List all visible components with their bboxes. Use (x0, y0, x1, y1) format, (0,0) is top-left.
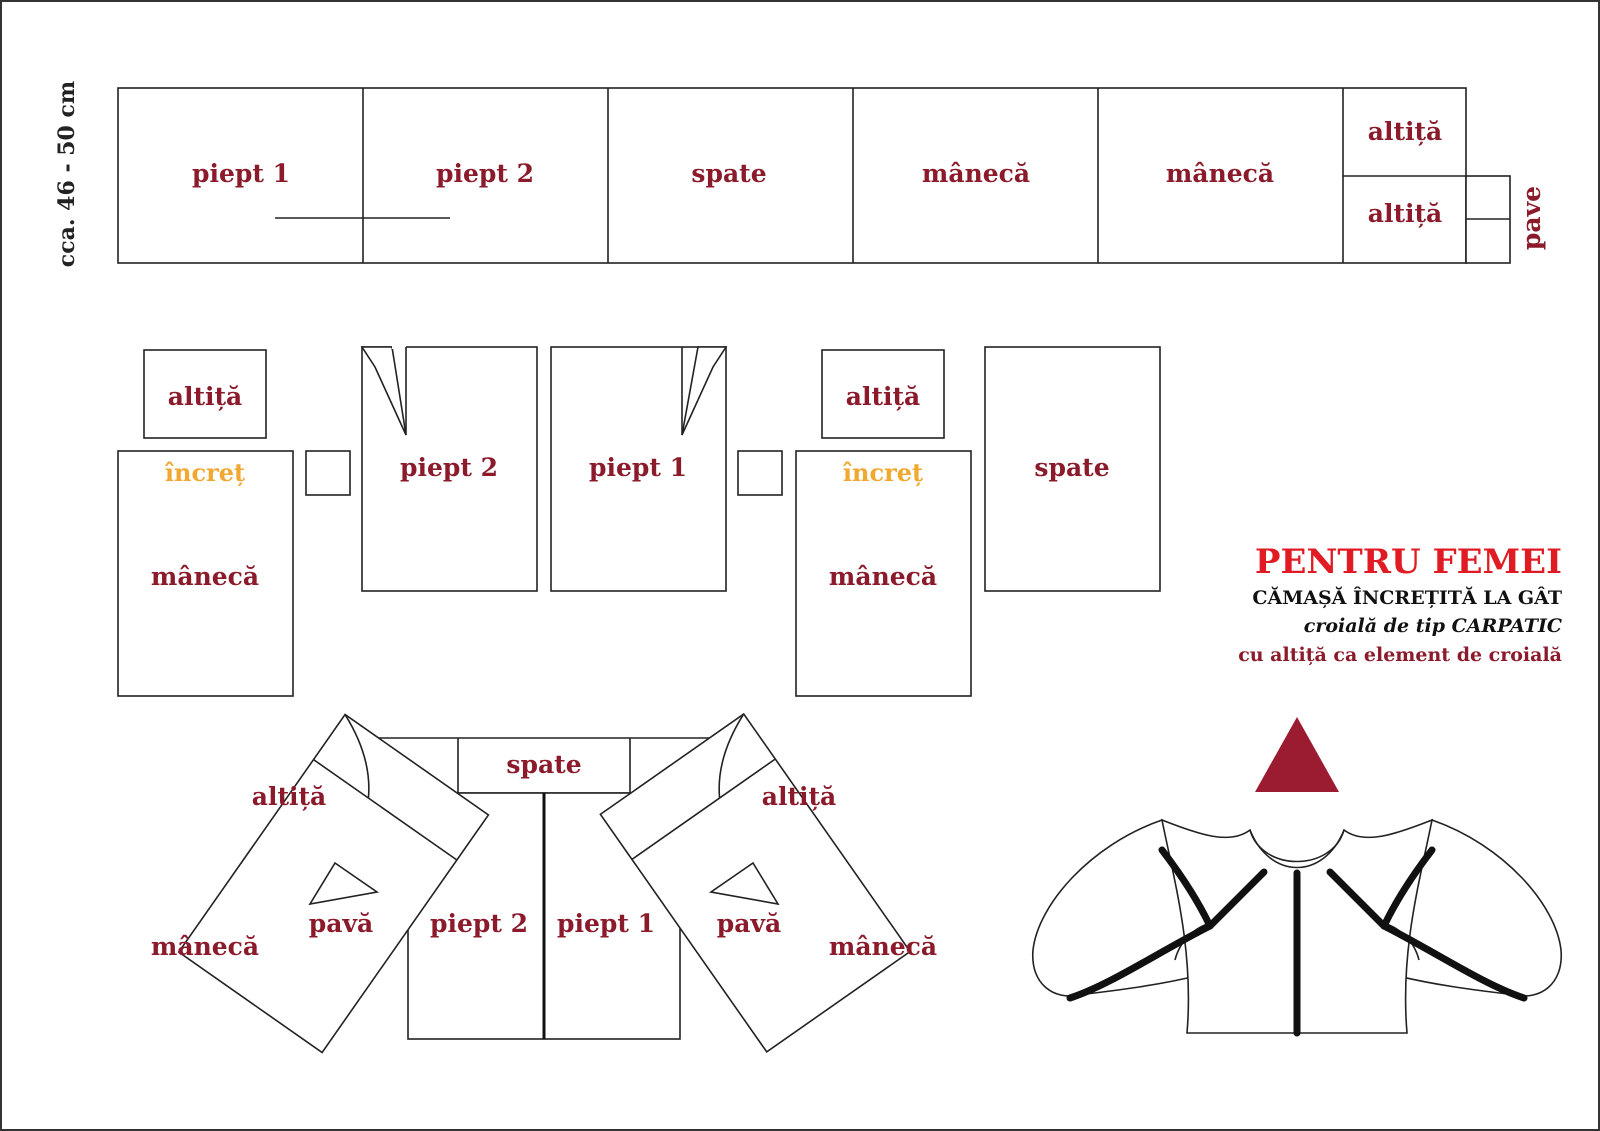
label-maneca-left: mânecă (151, 562, 259, 591)
label-spate-piece: spate (1034, 453, 1109, 482)
blouse-illustration-icon (1032, 818, 1562, 1037)
label-incret-left: încreț (165, 458, 245, 487)
info-line-1: CĂMAȘĂ ÎNCREȚITĂ LA GÂT (1252, 587, 1562, 609)
info-block: PENTRU FEMEI CĂMAȘĂ ÎNCREȚITĂ LA GÂT cro… (1238, 540, 1562, 670)
label-maneca-right: mânecă (829, 562, 937, 591)
strip-label-piept2: piept 2 (436, 159, 534, 188)
label-altita-right: altiță (846, 382, 921, 411)
piece-maneca-left (117, 450, 294, 697)
assembly-label-altita-left: altiță (252, 782, 327, 811)
strip-label-spate: spate (691, 159, 766, 188)
assembly-label-piept2: piept 2 (430, 909, 528, 938)
info-line-3: cu altiță ca element de croială (1238, 644, 1562, 666)
strip-label-maneca-2: mânecă (1166, 159, 1274, 188)
assembly-pava-right (708, 861, 780, 906)
piece-altita-left (143, 349, 267, 439)
assembly-label-maneca-right: mânecă (829, 932, 937, 961)
assembly-label-pava-left: pavă (309, 909, 373, 938)
label-piept1-piece: piept 1 (589, 453, 687, 482)
info-line-2: croială de tip CARPATIC (1303, 615, 1562, 637)
strip-label-maneca-1: mânecă (922, 159, 1030, 188)
info-title: PENTRU FEMEI (1254, 542, 1562, 582)
assembly-label-maneca-left: mânecă (151, 932, 259, 961)
strip-label-altita-1: altiță (1368, 117, 1443, 146)
assembly-diagram: spate piept 2 piept 1 altiță mânecă pavă… (151, 712, 937, 1054)
triangle-marker-icon (1255, 717, 1339, 792)
assembly-pava-left (308, 861, 380, 906)
fabric-layout-strip: piept 1 piept 2 spate mânecă mânecă alti… (117, 87, 1546, 264)
assembly-label-piept1: piept 1 (557, 909, 655, 938)
fabric-strip-outline (117, 87, 1467, 264)
strip-label-pave: pave (1517, 186, 1546, 250)
assembly-label-spate: spate (506, 750, 581, 779)
piece-pava-square-right (737, 450, 783, 496)
label-piept2-piece: piept 2 (400, 453, 498, 482)
label-incret-right: încreț (843, 458, 923, 487)
piece-maneca-right (795, 450, 972, 697)
label-altita-left: altiță (168, 382, 243, 411)
assembly-label-pava-right: pavă (717, 909, 781, 938)
dimension-label: cca. 46 - 50 cm (54, 81, 80, 267)
cut-pieces-row: altiță încreț mânecă piept 2 piept 1 alt… (117, 345, 1161, 697)
piece-altita-right (821, 349, 945, 439)
strip-label-piept1: piept 1 (192, 159, 290, 188)
piece-pava-square-left (305, 450, 351, 496)
piece-spate (984, 346, 1161, 592)
strip-label-altita-2: altiță (1368, 199, 1443, 228)
assembly-label-altita-right: altiță (762, 782, 837, 811)
